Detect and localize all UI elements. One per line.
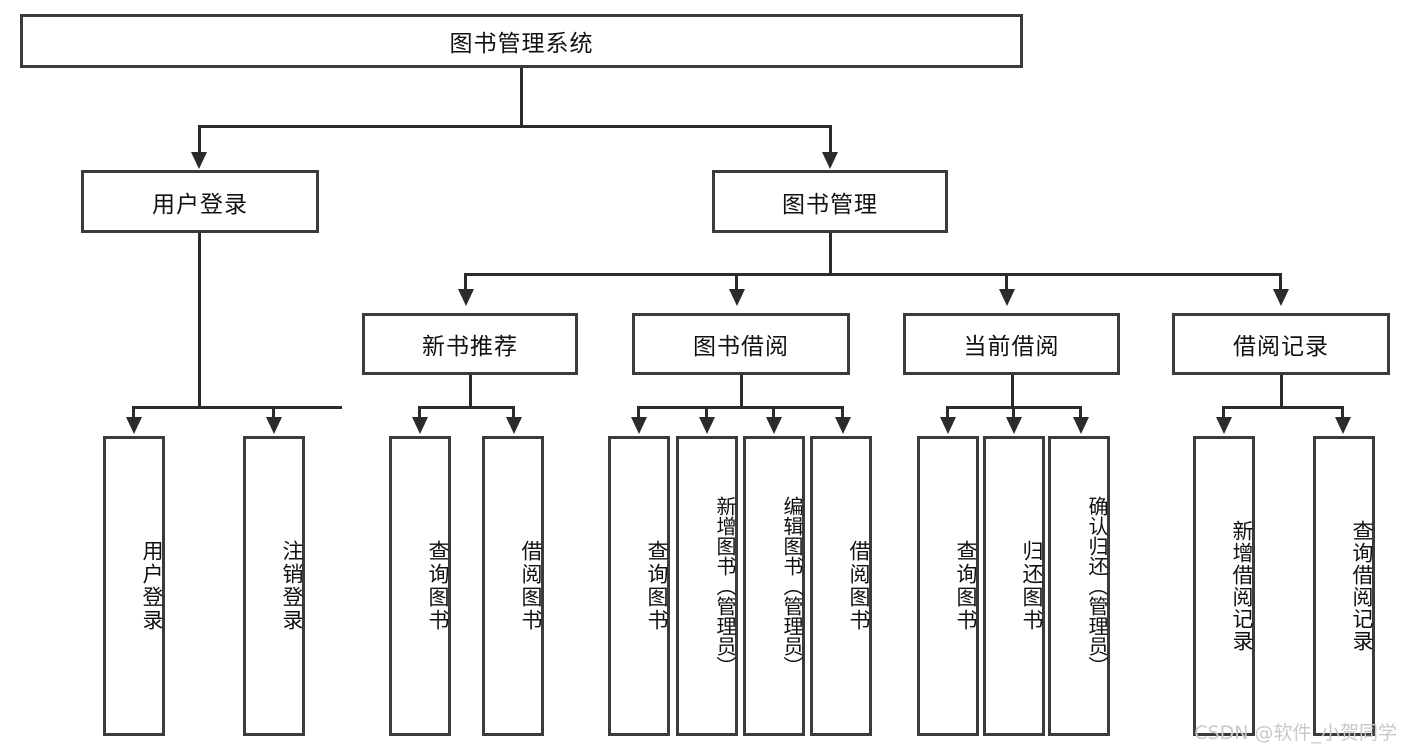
node-图书管理[interactable]: 图书管理 — [712, 170, 948, 233]
connector-root-bar — [198, 125, 832, 128]
node-label: 注销登录 — [280, 540, 304, 632]
node-label: 借阅图书 — [847, 540, 871, 632]
connector-drop-leaf-query-book-borrow — [637, 406, 640, 419]
leaf-node-新增图书-管理员[interactable]: 新增图书（管理员） — [676, 436, 738, 736]
node-label: 编辑图书（管理员） — [780, 496, 804, 676]
node-label: 借阅记录 — [1233, 334, 1329, 360]
node-label: 归还图书 — [1020, 540, 1044, 632]
node-label: 查询借阅记录 — [1350, 520, 1374, 652]
connector-drop-leaf-borrow-book-rec — [512, 406, 515, 419]
connector-user-login-stem — [198, 233, 201, 406]
arrowhead-borrow-record — [1273, 289, 1289, 306]
node-借阅记录[interactable]: 借阅记录 — [1172, 313, 1390, 375]
leaf-node-借阅图书-图书借阅[interactable]: 借阅图书 — [810, 436, 872, 736]
node-label: 查询图书 — [645, 540, 669, 632]
node-label: 用户登录 — [140, 540, 164, 632]
connector-root-stem — [520, 68, 523, 125]
arrowhead-current-borrow — [999, 289, 1015, 306]
arrowhead-leaf-borrow-book-rec — [506, 417, 522, 434]
connector-drop-leaf-logout — [272, 406, 275, 419]
arrowhead-leaf-query-record — [1335, 417, 1351, 434]
connector-borrow-record-stem — [1280, 375, 1283, 406]
watermark: CSDN @软件_小贺同学 — [1194, 722, 1397, 744]
node-label: 新增图书（管理员） — [713, 496, 737, 676]
connector-drop-current-borrow — [1005, 273, 1008, 291]
connector-new-book-recommend-bar — [418, 406, 515, 409]
node-label: 新增借阅记录 — [1230, 520, 1254, 652]
node-label: 图书借阅 — [693, 334, 789, 360]
arrowhead-leaf-add-record — [1216, 417, 1232, 434]
node-label: 当前借阅 — [963, 334, 1060, 360]
leaf-node-查询图书-新书推荐[interactable]: 查询图书 — [389, 436, 451, 736]
leaf-node-注销登录[interactable]: 注销登录 — [243, 436, 305, 736]
leaf-node-借阅图书-新书推荐[interactable]: 借阅图书 — [482, 436, 544, 736]
arrowhead-leaf-query-book-cur — [940, 417, 956, 434]
connector-drop-leaf-user-login — [132, 406, 135, 419]
connector-user-login-bar — [132, 406, 342, 409]
arrowhead-leaf-return-book — [1006, 417, 1022, 434]
connector-book-manage-stem — [829, 233, 832, 273]
connector-drop-leaf-borrow-book — [841, 406, 844, 419]
node-label: 图书管理 — [782, 191, 878, 218]
leaf-node-查询借阅记录[interactable]: 查询借阅记录 — [1313, 436, 1375, 736]
connector-drop-book-manage — [829, 125, 832, 153]
leaf-node-查询图书-当前借阅[interactable]: 查询图书 — [917, 436, 979, 736]
leaf-node-用户登录[interactable]: 用户登录 — [103, 436, 165, 736]
leaf-node-编辑图书-管理员[interactable]: 编辑图书（管理员） — [743, 436, 805, 736]
node-新书推荐[interactable]: 新书推荐 — [362, 313, 578, 375]
connector-drop-leaf-query-record — [1341, 406, 1344, 419]
connector-drop-leaf-query-book-cur — [946, 406, 949, 419]
arrowhead-leaf-logout — [266, 417, 282, 434]
connector-drop-leaf-confirm-return — [1079, 406, 1082, 419]
arrowhead-leaf-edit-book — [766, 417, 782, 434]
connector-drop-leaf-return-book — [1012, 406, 1015, 419]
arrowhead-leaf-query-book-borrow — [631, 417, 647, 434]
arrowhead-book-borrow — [729, 289, 745, 306]
arrowhead-book-manage — [822, 152, 838, 169]
node-label: 新书推荐 — [422, 334, 518, 360]
node-label: 查询图书 — [426, 540, 450, 632]
connector-drop-book-borrow — [735, 273, 738, 291]
connector-drop-leaf-add-record — [1222, 406, 1225, 419]
node-用户登录[interactable]: 用户登录 — [81, 170, 319, 233]
arrowhead-leaf-borrow-book — [835, 417, 851, 434]
node-label: 用户登录 — [152, 191, 248, 218]
arrowhead-leaf-add-book — [699, 417, 715, 434]
node-label: 借阅图书 — [519, 540, 543, 632]
connector-drop-leaf-query-book-rec — [418, 406, 421, 419]
connector-new-book-recommend-stem — [469, 375, 472, 406]
connector-book-manage-bar — [464, 273, 1282, 276]
connector-book-borrow-bar — [637, 406, 844, 409]
node-label: 查询图书 — [954, 540, 978, 632]
arrowhead-user-login — [191, 152, 207, 169]
arrowhead-new-book-recommend — [458, 289, 474, 306]
arrowhead-leaf-user-login — [126, 417, 142, 434]
connector-book-borrow-stem — [740, 375, 743, 406]
node-label: 图书管理系统 — [449, 31, 594, 57]
connector-drop-user-login — [198, 125, 201, 153]
arrowhead-leaf-confirm-return — [1073, 417, 1089, 434]
connector-drop-leaf-edit-book — [772, 406, 775, 419]
node-当前借阅[interactable]: 当前借阅 — [903, 313, 1120, 375]
leaf-node-确认归还-管理员[interactable]: 确认归还（管理员） — [1048, 436, 1110, 736]
arrowhead-leaf-query-book-rec — [412, 417, 428, 434]
leaf-node-归还图书[interactable]: 归还图书 — [983, 436, 1045, 736]
connector-current-borrow-stem — [1011, 375, 1014, 406]
connector-drop-leaf-add-book — [705, 406, 708, 419]
node-label: 确认归还（管理员） — [1085, 496, 1109, 676]
node-root-图书管理系统[interactable]: 图书管理系统 — [20, 14, 1023, 68]
connector-drop-borrow-record — [1279, 273, 1282, 291]
node-图书借阅[interactable]: 图书借阅 — [632, 313, 850, 375]
leaf-node-查询图书-图书借阅[interactable]: 查询图书 — [608, 436, 670, 736]
connector-drop-new-book-recommend — [464, 273, 467, 291]
connector-borrow-record-bar — [1222, 406, 1344, 409]
leaf-node-新增借阅记录[interactable]: 新增借阅记录 — [1193, 436, 1255, 736]
